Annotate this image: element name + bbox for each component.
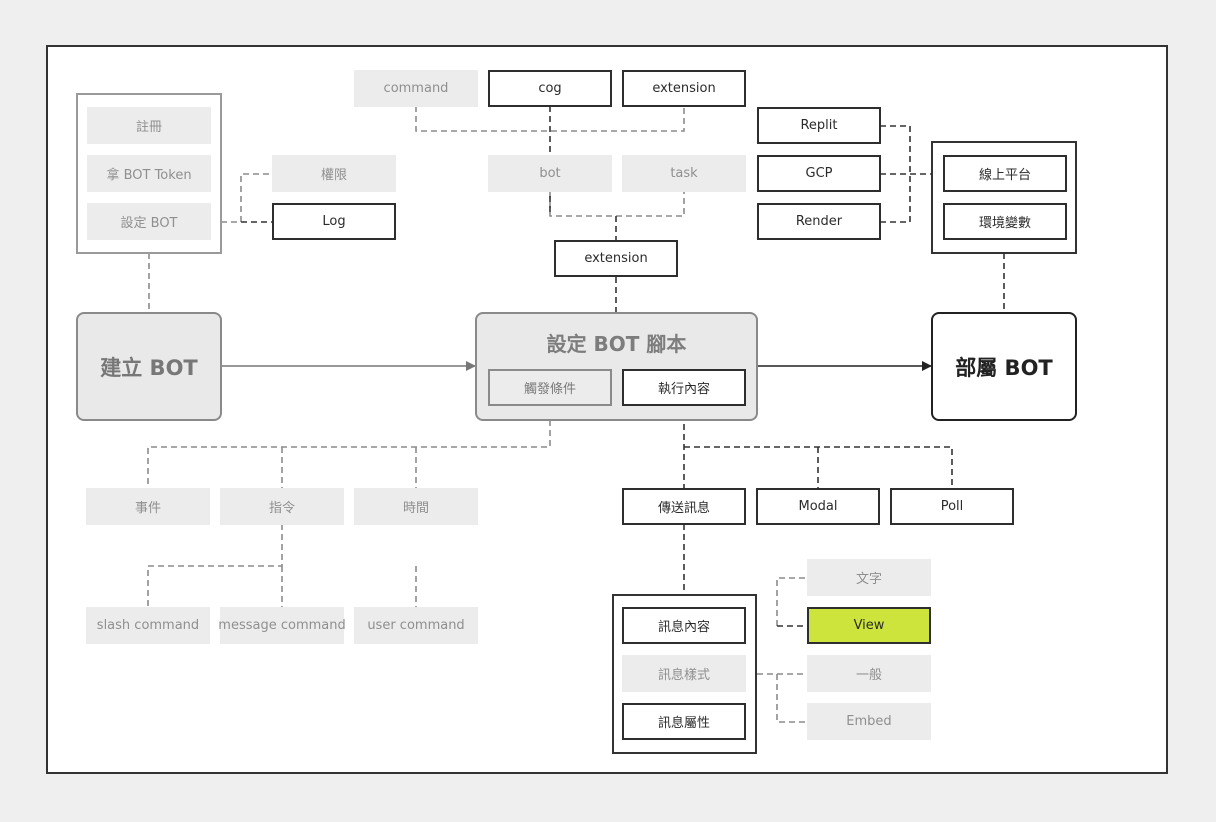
render-node: Render: [757, 203, 881, 240]
env-vars-node: 環境變數: [943, 203, 1067, 240]
text-node: 文字: [807, 559, 931, 596]
register-step: 註冊: [87, 107, 211, 144]
modal-node: Modal: [756, 488, 880, 525]
message-props-node: 訊息屬性: [622, 703, 746, 740]
extension-node: extension: [554, 240, 678, 277]
link-setup-permissions: [211, 173, 272, 223]
view-node: View: [807, 607, 931, 644]
permissions-node: 權限: [272, 155, 396, 192]
time-node: 時間: [354, 488, 478, 525]
create-bot-label: 建立 BOT: [100, 355, 198, 380]
replit-node: Replit: [757, 107, 881, 144]
message-command-node: message command: [218, 607, 346, 644]
link-bot-task: [549, 192, 685, 217]
link-commands: [147, 524, 417, 607]
poll-node: Poll: [890, 488, 1014, 525]
cog-node: cog: [488, 70, 612, 107]
execute-node: 執行內容: [622, 369, 746, 406]
task-node: task: [622, 155, 746, 192]
gcp-node: GCP: [757, 155, 881, 192]
create-bot-node: 建立 BOT: [76, 312, 222, 421]
link-command-cog: [415, 106, 685, 132]
message-content-node: 訊息內容: [622, 607, 746, 644]
extension-top-node: extension: [622, 70, 746, 107]
link-content-text: [776, 577, 807, 626]
normal-node: 一般: [807, 655, 931, 692]
deploy-bot-label: 部屬 BOT: [955, 355, 1053, 380]
slash-command-node: slash command: [86, 607, 210, 644]
online-platform-node: 線上平台: [943, 155, 1067, 192]
command-node: command: [354, 70, 478, 107]
script-bot-node: 設定 BOT 腳本: [475, 312, 758, 421]
send-message-node: 傳送訊息: [622, 488, 746, 525]
command-trigger-node: 指令: [220, 488, 344, 525]
deploy-bot-node: 部屬 BOT: [931, 312, 1077, 421]
user-command-node: user command: [354, 607, 478, 644]
link-style-options: [747, 673, 807, 723]
message-style-node: 訊息樣式: [622, 655, 746, 692]
log-node: Log: [272, 203, 396, 240]
get-token-step: 拿 BOT Token: [87, 155, 211, 192]
setup-bot-step: 設定 BOT: [87, 203, 211, 240]
link-triggers: [147, 420, 551, 488]
trigger-node: 觸發條件: [488, 369, 612, 406]
embed-node: Embed: [807, 703, 931, 740]
bot-node: bot: [488, 155, 612, 192]
event-node: 事件: [86, 488, 210, 525]
script-bot-label: 設定 BOT 腳本: [546, 332, 687, 356]
